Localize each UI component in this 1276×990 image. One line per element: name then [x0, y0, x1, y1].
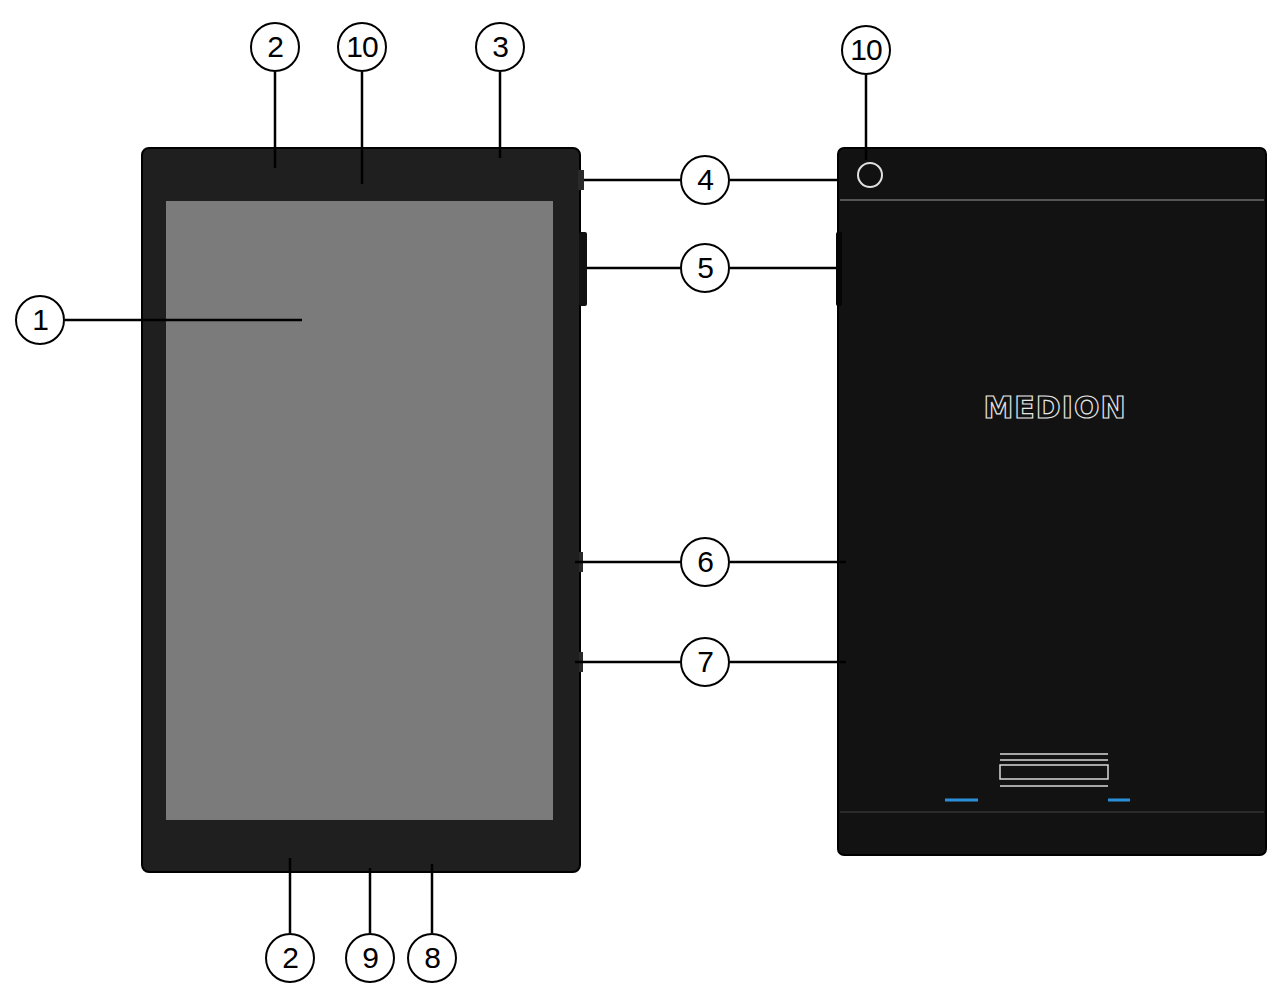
callout-number: 3 [492, 32, 508, 62]
front-housing [142, 148, 580, 872]
leader-line [65, 72, 866, 933]
callout-number: 8 [424, 943, 440, 973]
indicator-light [1108, 799, 1130, 802]
callout-circle: 10 [841, 25, 891, 75]
callout-circle: 10 [337, 22, 387, 72]
brand-logo: MEDION [983, 393, 1126, 423]
callout-number: 5 [697, 253, 713, 283]
callout-number: 4 [697, 165, 713, 195]
indicator-light [945, 799, 978, 802]
callout-number: 9 [362, 943, 378, 973]
callout-number: 1 [32, 305, 48, 335]
rating-label [1000, 754, 1108, 786]
callout-circle: 2 [250, 22, 300, 72]
callout-circle: 7 [680, 637, 730, 687]
callout-circle: 8 [407, 933, 457, 983]
callout-circle: 4 [680, 155, 730, 205]
callout-circle: 6 [680, 537, 730, 587]
volume-button [836, 232, 842, 306]
touchscreen [166, 201, 553, 820]
callout-circle: 5 [680, 243, 730, 293]
back-seam [840, 199, 1264, 201]
callout-circle: 2 [265, 933, 315, 983]
callout-circle: 1 [15, 295, 65, 345]
callout-circle: 3 [475, 22, 525, 72]
callout-number: 10 [346, 32, 377, 62]
callout-number: 2 [282, 943, 298, 973]
rear-camera [858, 163, 882, 187]
back-housing [838, 148, 1266, 855]
callout-number: 6 [697, 547, 713, 577]
headphone-jack [578, 170, 584, 190]
volume-button [579, 232, 587, 306]
back-seam [840, 811, 1264, 813]
callout-circle: 9 [345, 933, 395, 983]
callout-number: 2 [267, 32, 283, 62]
callout-number: 10 [850, 35, 881, 65]
callout-number: 7 [697, 647, 713, 677]
